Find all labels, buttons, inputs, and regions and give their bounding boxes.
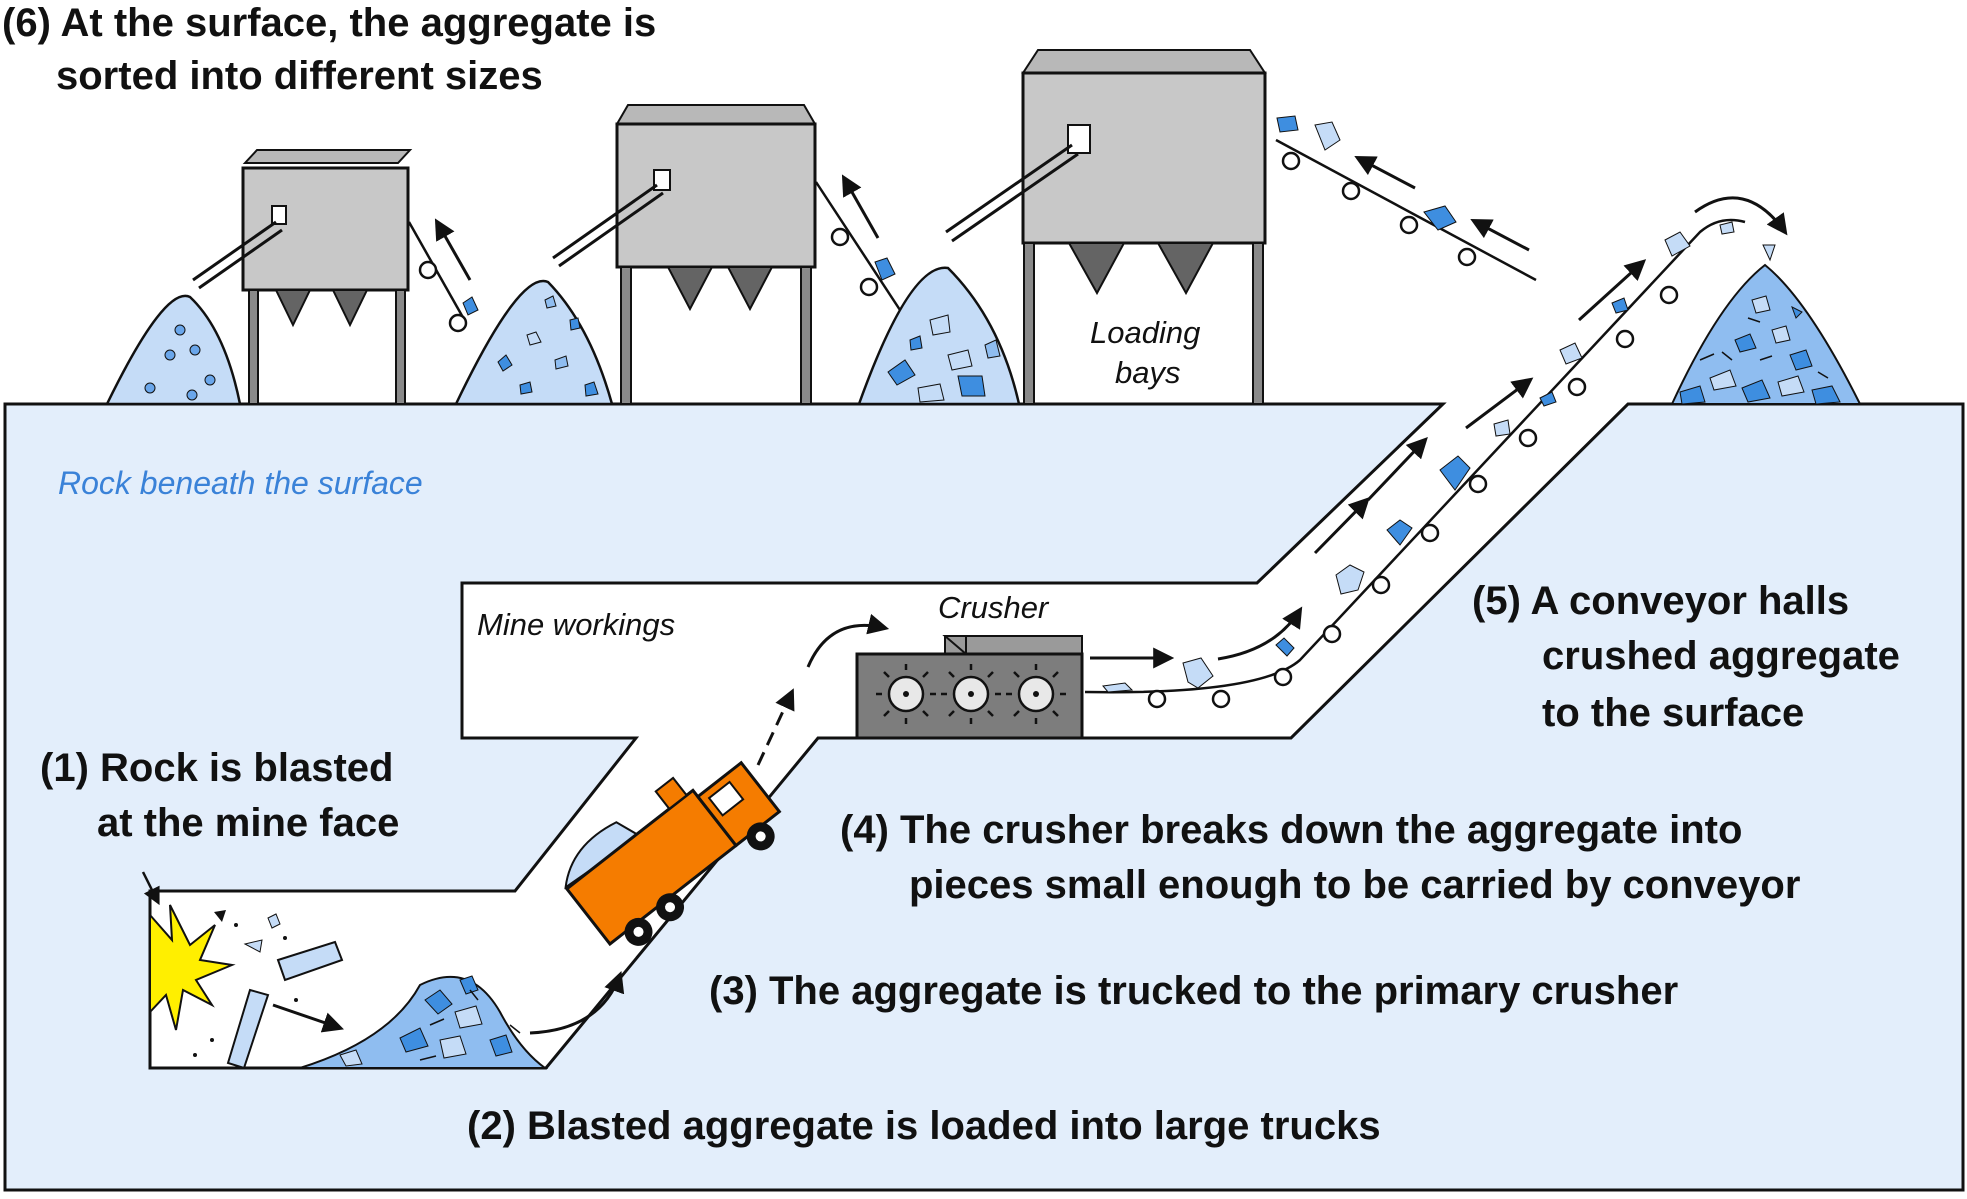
sorting-conveyor-2 (814, 174, 902, 311)
step5-line3: to the surface (1542, 691, 1804, 735)
step5-line2: crushed aggregate (1542, 634, 1900, 678)
silo-3-loading-bays (945, 49, 1267, 405)
crusher-label: Crusher (938, 590, 1050, 625)
ground-with-tunnels (3, 402, 1965, 1192)
step1-line1: (1) Rock is blasted (40, 746, 393, 790)
loading-label-line1: Loading (1090, 315, 1200, 350)
truck-route-arrow-2 (756, 688, 795, 766)
truck (564, 760, 782, 947)
rock-beneath-label: Rock beneath the surface (58, 465, 423, 501)
aggregate-pile-fine (104, 294, 242, 406)
aggregate-pile-medium (454, 279, 614, 406)
loading-label-line2: bays (1115, 355, 1180, 390)
silo-1 (192, 149, 413, 405)
blast-debris (193, 910, 344, 1070)
crusher-roller-2 (941, 664, 1001, 724)
mine-face-pointer (141, 871, 160, 906)
sorting-conveyor-1 (407, 218, 479, 333)
step6-line1: (6) At the surface, the aggregate is (2, 1, 656, 45)
step3-label: (3) The aggregate is trucked to the prim… (709, 969, 1678, 1013)
truck-route-arrow-3 (806, 613, 890, 668)
crusher (855, 635, 1175, 740)
incline-conveyor (1084, 196, 1788, 709)
crusher-roller-3 (1006, 664, 1066, 724)
step4-line1: (4) The crusher breaks down the aggregat… (840, 808, 1742, 852)
step5-line1: (5) A conveyor halls (1472, 579, 1849, 623)
blasted-aggregate-pile (299, 975, 549, 1069)
step1-line2: at the mine face (97, 801, 399, 845)
crusher-roller-1 (876, 664, 936, 724)
step4-line2: pieces small enough to be carried by con… (909, 863, 1800, 907)
silo-2 (552, 104, 817, 405)
step6-line2: sorted into different sizes (56, 54, 543, 98)
blast-icon (149, 904, 236, 1031)
surface-aggregate-pile (1670, 263, 1862, 405)
truck-route-arrow-1 (529, 971, 625, 1035)
mine-workings-label: Mine workings (477, 607, 675, 642)
step2-label: (2) Blasted aggregate is loaded into lar… (467, 1104, 1381, 1148)
surface-conveyor (1275, 115, 1537, 282)
aggregate-pile-coarse (857, 266, 1021, 406)
